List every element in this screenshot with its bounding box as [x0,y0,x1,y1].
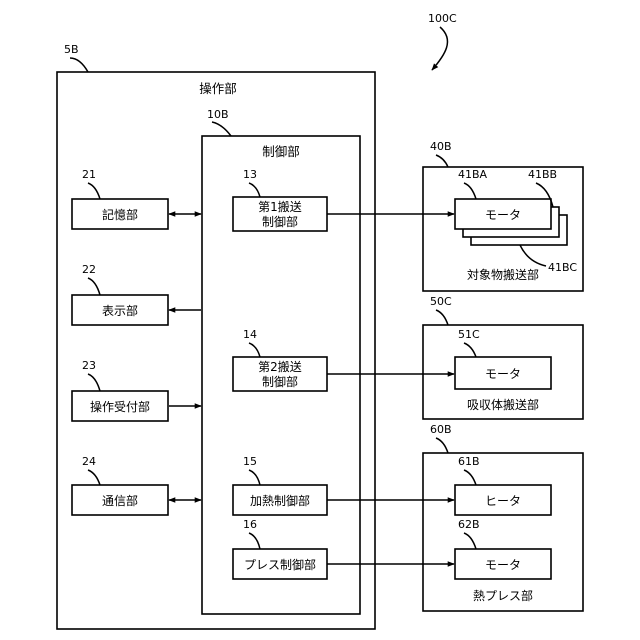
peripheral-ref-22: 22 [82,263,96,276]
object-transport-leader [436,155,448,167]
operation-unit-leader [70,58,88,72]
absorber-transport-ref: 50C [430,295,452,308]
motor-62b-ref: 62B [458,518,480,531]
motor-41bc-ref: 41BC [548,261,577,274]
object-transport-title: 対象物搬送部 [467,267,539,282]
second-transport-controller-label-1: 第2搬送 [258,359,302,374]
second-transport-controller-label-2: 制御部 [262,374,298,389]
motor-62b-label: モータ [485,558,521,572]
control-unit-ref: 10B [207,108,229,121]
operation-unit-title: 操作部 [199,81,237,96]
motor-51c-label: モータ [485,367,521,381]
motor-41bb-ref: 41BB [528,168,557,181]
controller-ref-16: 16 [243,518,257,531]
heat-press-title: 熱プレス部 [473,588,533,603]
operation-receiver-label: 操作受付部 [90,399,150,414]
object-transport-ref: 40B [430,140,452,153]
absorber-transport-title: 吸収体搬送部 [467,397,539,412]
figure-ref-arrow [432,27,448,70]
display-unit-label: 表示部 [102,303,138,318]
first-transport-controller-label-1: 第1搬送 [258,199,302,214]
heat-press-unit-box [423,453,583,611]
motor-41ba-label: モータ [485,208,521,222]
peripheral-ref-23: 23 [82,359,96,372]
motor-51c-ref: 51C [458,328,480,341]
communication-unit-label: 通信部 [102,493,138,508]
controller-ref-14: 14 [243,328,257,341]
peripheral-ref-21: 21 [82,168,96,181]
operation-unit-ref: 5B [64,43,79,56]
heater-61b-ref: 61B [458,455,480,468]
heat-press-ref: 60B [430,423,452,436]
control-unit-title: 制御部 [262,144,300,159]
first-transport-controller-label-2: 制御部 [262,214,298,229]
controller-ref-13: 13 [243,168,257,181]
controller-ref-15: 15 [243,455,257,468]
absorber-transport-leader [436,310,448,325]
storage-unit-label: 記憶部 [102,207,138,222]
heating-controller-label: 加熱制御部 [250,493,310,508]
motor-41ba-ref: 41BA [458,168,488,181]
heat-press-leader [436,438,448,453]
press-controller-label: プレス制御部 [244,557,316,572]
peripheral-ref-24: 24 [82,455,96,468]
figure-ref: 100C [428,12,457,25]
heater-61b-label: ヒータ [485,494,521,508]
